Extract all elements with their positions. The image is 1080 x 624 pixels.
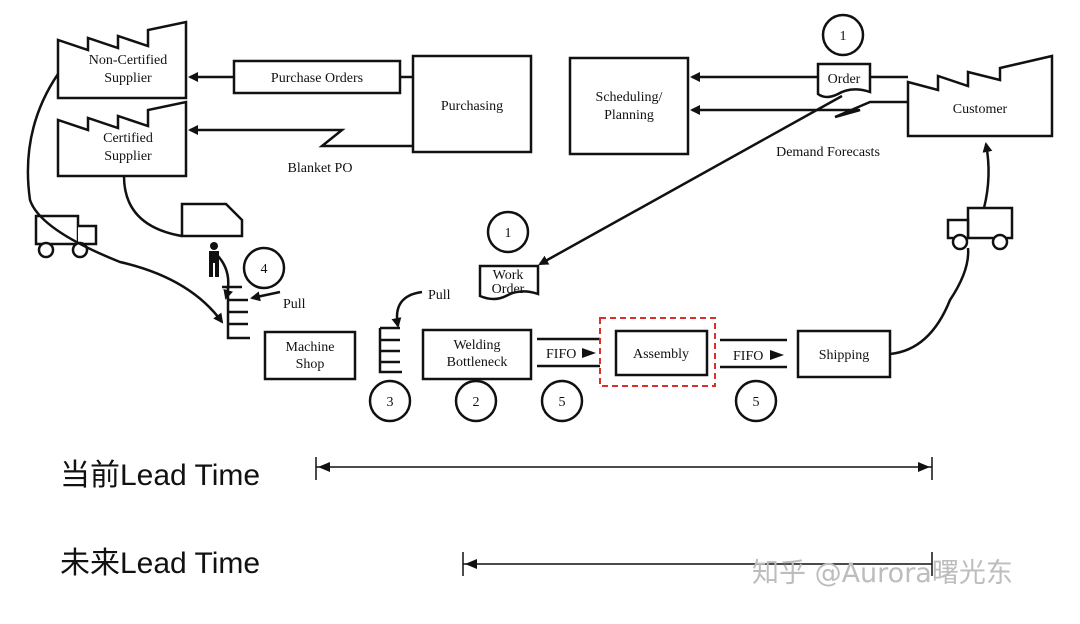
pull-arrow-1: [250, 290, 281, 302]
work-order-label-2: Order: [492, 282, 525, 297]
current-lead-time-bar: [315, 457, 933, 480]
current-lead-time-label: 当前Lead Time: [60, 459, 260, 492]
scheduling-label-1: Scheduling/: [596, 90, 663, 105]
machine-shop-box: [263, 330, 357, 381]
fifo-marker-2-number: 5: [753, 395, 760, 410]
assembly-highlight: [599, 317, 716, 387]
shipping-label: Shipping: [819, 348, 870, 363]
fifo-lane-2: [720, 338, 787, 369]
fifo-marker-1-number: 5: [559, 395, 566, 410]
order-to-work-order-arrow: [538, 94, 843, 266]
fifo-marker-1-circle: [540, 379, 584, 423]
customer-factory: [906, 54, 1054, 138]
work-order-label-1: Work: [493, 268, 524, 283]
work-order-marker-circle: [486, 210, 530, 254]
purchasing-label: Purchasing: [441, 99, 503, 114]
shipping-to-truck-curve: [889, 247, 970, 356]
certified-supplier-factory: [56, 100, 188, 178]
fifo-arrowhead-2: [770, 350, 784, 360]
supermarket-1: [222, 285, 250, 340]
welding-bottleneck-box: [421, 328, 533, 381]
forecast-to-scheduling-arrow: [690, 100, 908, 119]
blanket-po-arrow: [188, 125, 413, 148]
welding-marker-circle: [454, 379, 498, 423]
welding-marker-number: 2: [473, 395, 480, 410]
fifo-label-1: FIFO: [546, 347, 576, 362]
blanket-po-label: Blanket PO: [288, 161, 353, 176]
purchase-orders-label: Purchase Orders: [271, 71, 363, 86]
welding-label-1: Welding: [453, 338, 500, 353]
shipping-box: [796, 329, 892, 379]
current-lead-time-arrow-right: [918, 462, 930, 472]
order-document: [816, 62, 872, 99]
scheduling-label-2: Planning: [604, 108, 654, 123]
order-marker-circle: [821, 13, 865, 57]
fifo-lane-1: [537, 337, 600, 368]
pull-label-2: Pull: [428, 288, 451, 303]
pull-inventory-marker-circle: [368, 379, 412, 423]
truck-right: [946, 206, 1014, 251]
operator-icon: [209, 242, 219, 277]
certified-to-kanban-curve: [122, 175, 183, 238]
fifo-marker-2-circle: [734, 379, 778, 423]
inventory-marker-number: 4: [261, 262, 268, 277]
future-lead-time-bar: [462, 552, 933, 576]
certified-label-1: Certified: [103, 131, 153, 146]
customer-label: Customer: [953, 102, 1008, 117]
order-label: Order: [828, 72, 861, 87]
non-certified-supplier-factory: [56, 20, 188, 100]
demand-forecasts-label: Demand Forecasts: [776, 145, 880, 160]
scheduling-planning-box: [568, 56, 690, 156]
watermark: 知乎 @Aurora曙光东: [752, 558, 1013, 589]
non-certified-label-1: Non-Certified: [89, 53, 168, 68]
assembly-label: Assembly: [633, 347, 689, 362]
fifo-arrowhead-1: [582, 348, 596, 358]
supermarket-2: [378, 326, 402, 374]
current-lead-time-arrow-left: [318, 462, 330, 472]
future-lead-time-label: 未来Lead Time: [60, 547, 260, 580]
order-marker-number: 1: [840, 29, 847, 44]
machine-shop-label-1: Machine: [286, 340, 335, 355]
non-certified-label-2: Supplier: [104, 71, 152, 86]
work-order-marker-number: 1: [505, 226, 512, 241]
pull-label-1: Pull: [283, 297, 306, 312]
pull-arrow-2: [391, 290, 423, 328]
purchasing-box: [411, 54, 533, 154]
pull-inventory-marker-number: 3: [387, 395, 394, 410]
non-certified-to-truck-curve: [26, 73, 224, 324]
future-lead-time-arrow-left: [465, 559, 477, 569]
assembly-box: [614, 329, 709, 377]
machine-shop-label-2: Shop: [296, 357, 325, 372]
kanban-post: [180, 202, 244, 238]
welding-label-2: Bottleneck: [447, 355, 508, 370]
fifo-label-2: FIFO: [733, 349, 763, 364]
certified-label-2: Supplier: [104, 149, 152, 164]
work-order-document: [478, 264, 540, 301]
truck-to-customer-arrow: [982, 142, 993, 209]
inventory-marker-circle: [242, 246, 286, 290]
